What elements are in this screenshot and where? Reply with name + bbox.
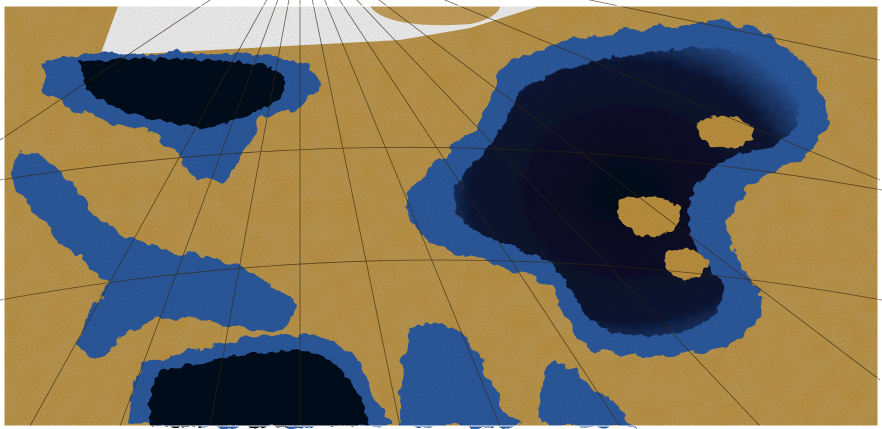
- radar-grain: [4, 6, 878, 426]
- map-border: [3, 5, 879, 427]
